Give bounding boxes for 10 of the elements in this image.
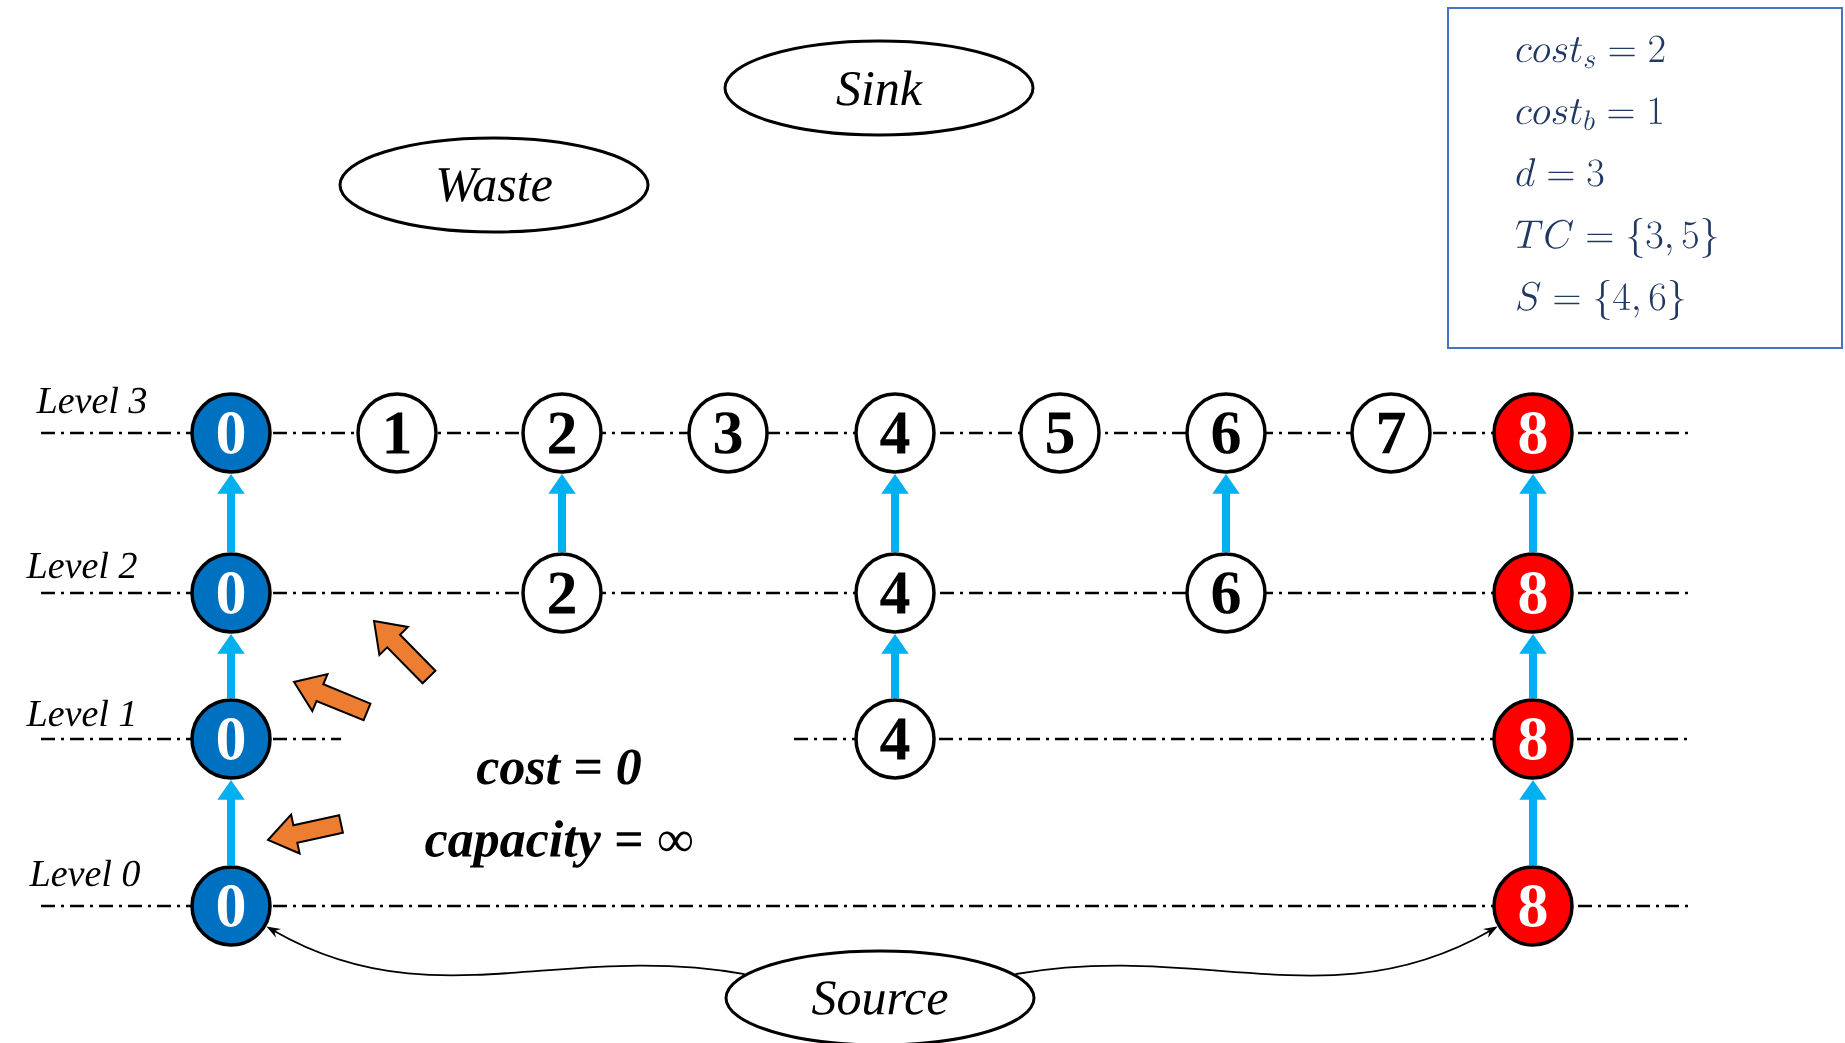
annotation-text: cost = 0 [477, 749, 641, 785]
ellipse-node: Waste [338, 136, 650, 234]
level-label: Level 3 [36, 386, 147, 414]
annotation-text: capacity = ∞ [425, 820, 692, 868]
parameter-box: $cost_s = 2$ $cost_b = 1$ $d = 3$ $TC = \{3, 5\}$ $S = \{4, 6\}$ [1447, 7, 1843, 349]
ellipse-node: Sink [723, 39, 1035, 137]
level-label: Level 0 [29, 859, 140, 887]
level-label: Level 1 [26, 699, 134, 727]
level-label: Level 2 [26, 551, 137, 579]
pointer-arrow [292, 672, 372, 722]
